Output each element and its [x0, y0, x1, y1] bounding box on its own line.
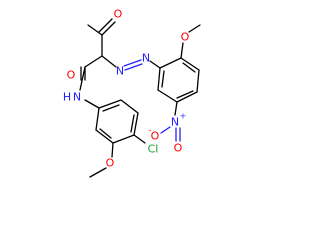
bond-amide-n — [79, 66, 86, 91]
ring-a-5 — [157, 89, 178, 103]
bond-azo-aryl — [149, 60, 161, 69]
ring-b-2 — [120, 99, 139, 114]
ring-b-3 — [133, 112, 139, 136]
atom-o-nitro-minus: O — [151, 130, 160, 143]
atom-o-methoxy-lower: O — [106, 157, 115, 170]
ring-b-1 — [98, 99, 122, 109]
bond-ring-b-cl — [133, 134, 146, 144]
atom-o-methoxy-upper: O — [181, 31, 190, 44]
ring-b-4 — [112, 134, 135, 144]
atom-nitro-plus: + — [180, 112, 187, 121]
bond-methyl-ketone — [87, 24, 103, 36]
bond-ketone-co-2 — [98, 18, 113, 33]
atom-labels: O O O N N N H N + O - O Cl O — [63, 8, 190, 170]
bond-azo-2 — [124, 63, 143, 71]
bond-ring-a-no2 — [174, 101, 178, 116]
bond-nitro-o1 — [160, 126, 171, 134]
atom-n-azo-1: N — [116, 65, 124, 78]
atom-n-amide: N — [73, 91, 81, 104]
ring-a-3 — [196, 69, 200, 93]
ring-b-6 — [95, 107, 100, 131]
bond-ch-azo — [101, 55, 117, 68]
bond-o-methyl-a — [188, 24, 201, 33]
chemical-structure: O O O N N N H N + O - O Cl O — [63, 8, 201, 178]
bond-ch-amide — [84, 55, 103, 68]
bonds — [79, 18, 201, 178]
bond-o-methyl-b — [89, 167, 107, 178]
atom-cl: Cl — [148, 143, 159, 156]
atom-h-amide: H — [63, 91, 71, 104]
ring-b-inner-1 — [102, 104, 120, 112]
atom-o-amide: O — [67, 69, 76, 82]
ring-a-4 — [176, 91, 198, 103]
bond-n-ring-b — [84, 99, 100, 109]
atom-o-ketone: O — [114, 8, 123, 21]
ring-a-inner-1 — [182, 62, 196, 73]
atom-n-nitro: N — [171, 116, 179, 129]
bond-azo-1 — [123, 59, 142, 67]
atom-o-nitro: O — [174, 142, 183, 155]
ring-a-2 — [180, 57, 200, 71]
bond-ring-b-o — [111, 142, 114, 158]
ring-a-6 — [157, 67, 161, 91]
atom-n-azo-2: N — [142, 52, 150, 65]
ring-b-inner-2 — [130, 114, 135, 133]
ring-a-inner-2 — [176, 90, 194, 99]
ring-a-inner-3 — [161, 70, 165, 88]
ring-b-inner-3 — [99, 128, 112, 139]
bond-ketone-co-1 — [101, 21, 116, 36]
ring-a-1 — [159, 57, 182, 69]
ring-b-5 — [95, 129, 114, 144]
bond-ring-a-o — [180, 42, 184, 59]
atom-nitro-minus: - — [149, 126, 152, 135]
